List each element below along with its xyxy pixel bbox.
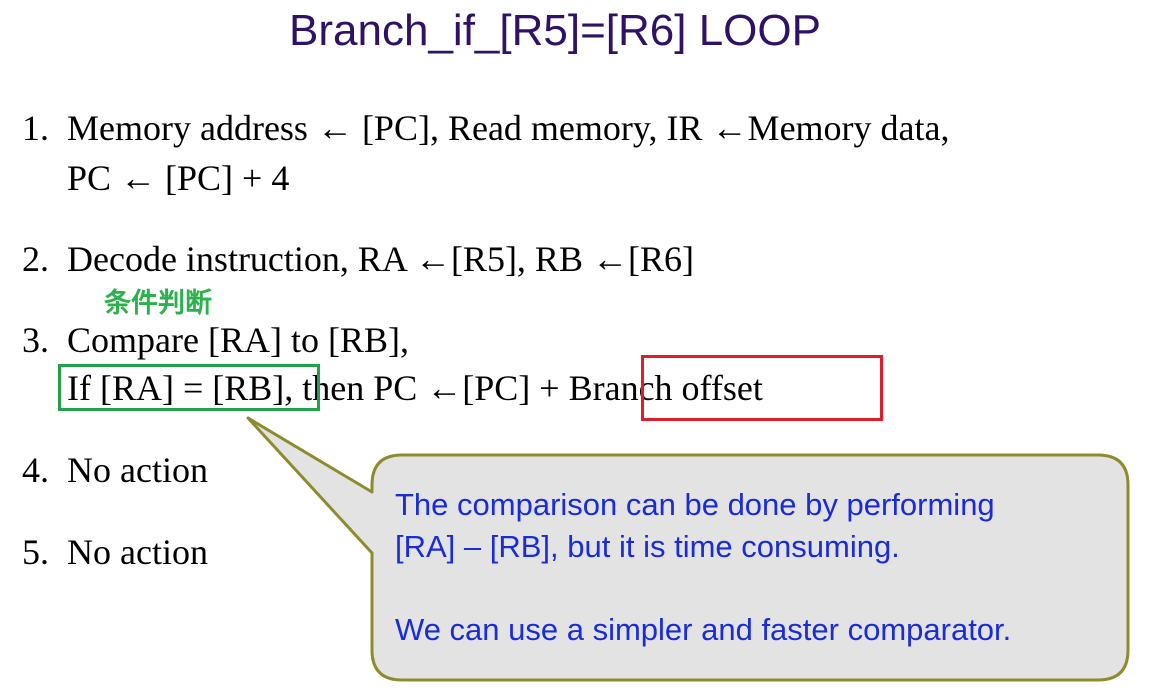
step-4-number: 4. <box>22 450 49 490</box>
step-4-line-1: No action <box>67 450 208 490</box>
branch-offset-highlight-box <box>641 355 883 421</box>
step-3-number: 3. <box>22 320 49 360</box>
callout-line-2: [RA] – [RB], but it is time consuming. <box>395 529 900 564</box>
step-3-line-2: If [RA] = [RB], then PC ←[PC] + Branch o… <box>67 370 763 406</box>
slide-title: Branch_if_[R5]=[R6] LOOP <box>289 6 821 55</box>
callout-line-1: The comparison can be done by performing <box>395 487 995 522</box>
step-3-line-1: Compare [RA] to [RB], <box>67 320 409 360</box>
step-1-number: 1. <box>22 108 49 148</box>
step-1-line-1: Memory address ← [PC], Read memory, IR ←… <box>67 108 950 148</box>
condition-annotation: 条件判断 <box>104 288 212 319</box>
step-5-number: 5. <box>22 532 49 572</box>
condition-highlight-box <box>58 364 320 411</box>
callout-line-3: We can use a simpler and faster comparat… <box>395 612 1012 647</box>
step-2-line-1: Decode instruction, RA ←[R5], RB ←[R6] <box>67 239 694 279</box>
step-1-line-2: PC ← [PC] + 4 <box>67 158 290 198</box>
step-3-then-text: , then PC ←[PC] + <box>284 368 569 408</box>
step-2-number: 2. <box>22 239 49 279</box>
step-5-line-1: No action <box>67 532 208 572</box>
step-3-condition: If [RA] = [RB] <box>67 368 285 408</box>
step-3-branch-offset: Branch offset <box>568 368 763 408</box>
